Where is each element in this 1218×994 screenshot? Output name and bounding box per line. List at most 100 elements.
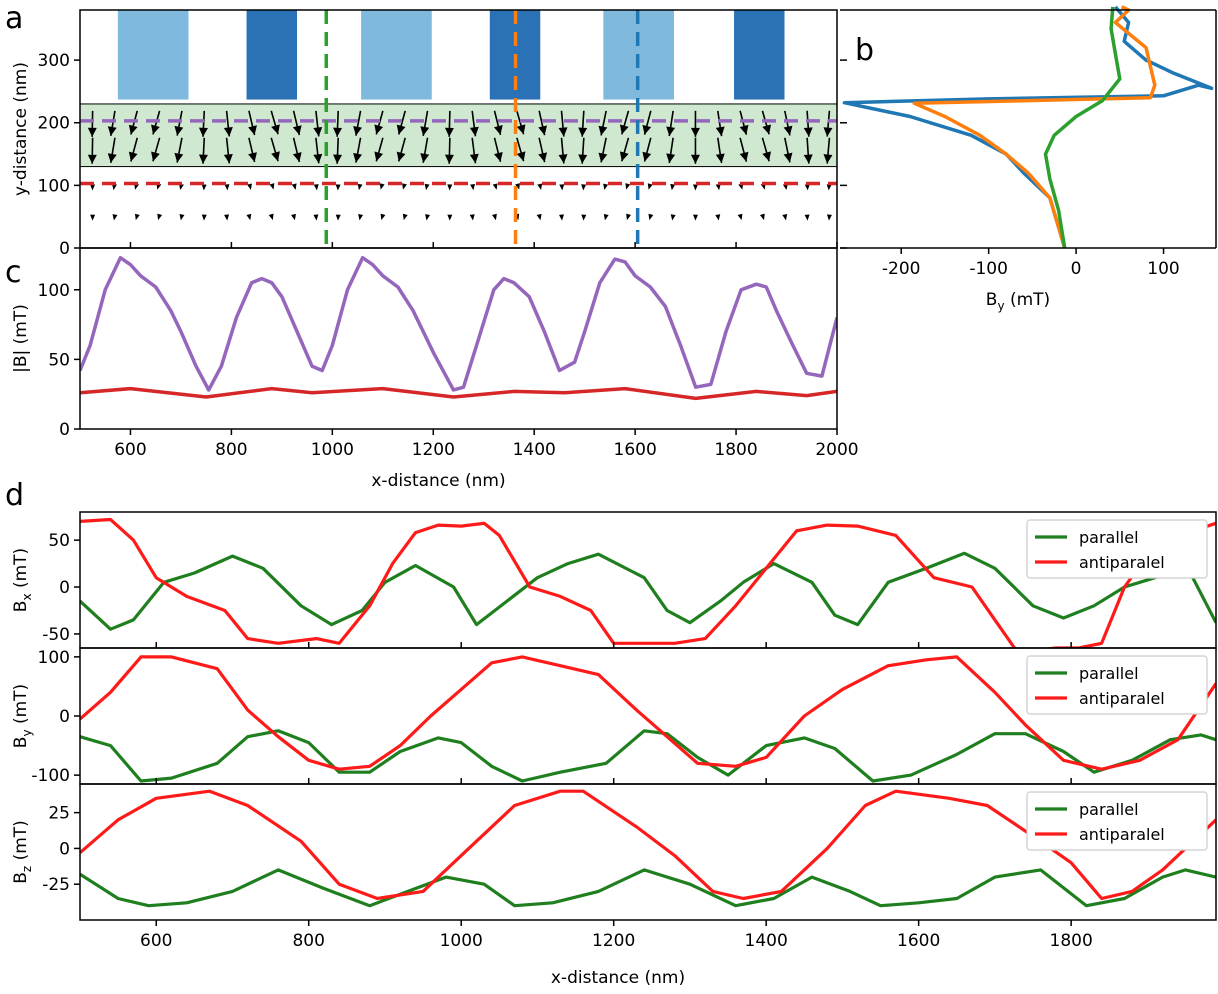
- d1-legend-label: antiparalel: [1079, 553, 1165, 572]
- field-arrow-head: [715, 214, 721, 221]
- d1-ytick-label: -50: [42, 625, 70, 645]
- by-profile-line: [842, 5, 1214, 249]
- field-arrow-head: [737, 213, 743, 221]
- field-arrow-head: [578, 154, 588, 164]
- field-arrow-head: [333, 127, 343, 137]
- field-arrow-head: [469, 214, 475, 221]
- field-arrow-head: [444, 127, 454, 137]
- field-arrow-head: [783, 152, 793, 163]
- field-arrow-head: [402, 183, 407, 190]
- field-arrow-head: [493, 125, 503, 135]
- panel-a-ytick-label: 0: [59, 239, 70, 259]
- panel-c-xtick-label: 1000: [311, 440, 354, 460]
- field-arrow-head: [492, 213, 497, 221]
- d3-legend-label: antiparalel: [1079, 825, 1165, 844]
- field-arrow-head: [292, 152, 302, 162]
- field-arrow-head: [374, 124, 384, 135]
- field-arrow-head: [578, 127, 588, 137]
- field-arrow-head: [603, 183, 609, 191]
- field-arrow-head: [128, 124, 138, 135]
- panel-c-xtick-label: 1400: [513, 440, 556, 460]
- field-arrow-head: [223, 153, 233, 164]
- field-arrow-head: [107, 126, 117, 136]
- field-arrow-head: [492, 183, 498, 190]
- by-profile-line: [1043, 6, 1122, 249]
- panel-label-c: c: [5, 255, 22, 290]
- field-arrow-head: [134, 213, 140, 221]
- field-arrow-head: [670, 214, 676, 221]
- field-arrow-head: [198, 127, 208, 137]
- d3-ylabel: Bz (mT): [11, 820, 34, 884]
- field-arrow-head: [357, 183, 363, 191]
- field-arrow-head: [804, 184, 810, 191]
- field-arrow-head: [516, 124, 526, 135]
- field-arrow-head: [782, 213, 788, 221]
- field-arrow-head: [353, 126, 362, 136]
- d1-ytick-label: 50: [48, 531, 70, 551]
- field-arrow-head: [174, 152, 184, 163]
- field-arrow-head: [642, 124, 652, 135]
- field-arrow-head: [313, 153, 323, 164]
- field-arrow-head: [559, 184, 565, 191]
- panel-c-ytick-label: 0: [59, 420, 70, 440]
- field-arrow-head: [538, 152, 548, 163]
- field-arrow-head: [715, 183, 721, 191]
- panel-c-frame: [79, 247, 838, 430]
- field-arrow-head: [247, 183, 252, 190]
- parallel-line: [80, 729, 1216, 783]
- field-arrow-head: [666, 153, 676, 163]
- field-arrow-head: [762, 124, 772, 135]
- field-arrow-head: [271, 124, 280, 135]
- magnet-stripe: [117, 10, 189, 100]
- field-arrow-head: [271, 151, 280, 162]
- field-arrow-head: [223, 127, 233, 137]
- d3-xtick-label: 1400: [745, 931, 788, 951]
- field-arrow-head: [803, 127, 813, 137]
- field-arrow-head: [179, 214, 185, 221]
- field-arrow-head: [619, 124, 629, 135]
- field-arrow-head: [224, 184, 230, 191]
- field-arrow-head: [826, 214, 832, 221]
- field-arrow-head: [87, 154, 97, 164]
- field-arrow-head: [739, 151, 749, 162]
- magnet-stripe: [361, 10, 432, 100]
- field-arrow-head: [107, 153, 117, 163]
- field-arrow-head: [224, 214, 230, 221]
- field-arrow-head: [358, 214, 364, 221]
- field-arrow-head: [493, 151, 503, 162]
- d2-ylabel: By (mT): [11, 684, 34, 748]
- field-arrow-head: [444, 154, 454, 164]
- d1-legend-label: parallel: [1079, 528, 1139, 547]
- d2-series: [80, 655, 1216, 783]
- panel-label-b: b: [855, 33, 874, 68]
- panel-b-xtick-label: -100: [969, 259, 1008, 279]
- field-arrow-head: [380, 213, 386, 221]
- field-arrow-head: [783, 125, 793, 136]
- field-arrow-head: [619, 151, 629, 162]
- field-arrow-head: [374, 151, 384, 162]
- panel-a-ytick-label: 300: [38, 51, 70, 71]
- field-arrow-head: [536, 213, 542, 221]
- field-arrow-head: [648, 213, 654, 221]
- d2-legend-label: parallel: [1079, 664, 1139, 683]
- field-arrow-head: [313, 214, 319, 221]
- field-arrow-head: [558, 127, 568, 137]
- field-arrow-head: [690, 127, 700, 137]
- d2-legend-box: [1026, 655, 1208, 715]
- panel-a-ylabel: y-distance (nm): [11, 62, 31, 196]
- panel-c-xlabel: x-distance (nm): [371, 471, 505, 491]
- magnitude-line: [80, 386, 837, 401]
- field-arrow-head: [626, 213, 631, 221]
- field-arrow-head: [666, 126, 676, 137]
- field-arrow-head: [598, 125, 608, 136]
- field-arrow-head: [174, 125, 184, 136]
- field-arrow-head: [625, 183, 631, 190]
- field-arrow-head: [690, 154, 700, 164]
- d3-ytick-label: 25: [48, 804, 70, 824]
- field-arrow-head: [515, 183, 520, 190]
- field-arrow-head: [581, 214, 587, 221]
- d3-xtick-label: 1800: [1050, 931, 1093, 951]
